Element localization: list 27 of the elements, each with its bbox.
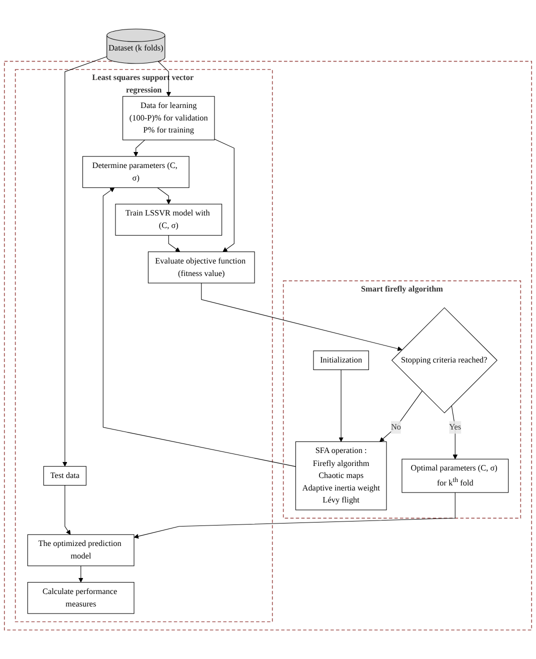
edge-label: No xyxy=(390,422,402,432)
arrow xyxy=(158,60,172,97)
node-box: Calculate performance measures xyxy=(27,582,134,614)
arrow xyxy=(168,235,180,252)
arrow xyxy=(380,390,422,442)
arrow xyxy=(133,140,146,157)
arrow xyxy=(78,566,84,583)
edge-label: Yes xyxy=(449,422,462,432)
arrow xyxy=(338,370,344,442)
arrow xyxy=(201,282,402,352)
node-box: Optimal parameters (C, σ) for k$^{th}$ fold xyxy=(402,458,509,493)
arrow xyxy=(102,187,296,467)
node-box: Initialization xyxy=(313,350,369,370)
arrow xyxy=(62,56,108,467)
node-box: SFA operation : Firefly algorithm Chaotic maps Adaptive inertia weight Lévy flight xyxy=(295,441,387,510)
node-box: Train LSSVR model with (C, σ) xyxy=(115,204,222,236)
arrow xyxy=(134,492,456,539)
node-box: The optimized prediction model xyxy=(27,534,134,566)
node-box: Evaluate objective function (fitness value) xyxy=(148,252,255,284)
arrow xyxy=(157,187,172,204)
arrow xyxy=(214,138,234,252)
node-diamond: Stopping criteria reached? xyxy=(391,307,498,414)
arrow xyxy=(64,485,71,535)
node-box: Determine parameters (C, σ) xyxy=(82,156,190,188)
node-box: Test data xyxy=(43,466,86,486)
node-box: Data for learning (100-P)% for validation P% for training xyxy=(122,96,215,140)
arrow xyxy=(451,405,458,460)
